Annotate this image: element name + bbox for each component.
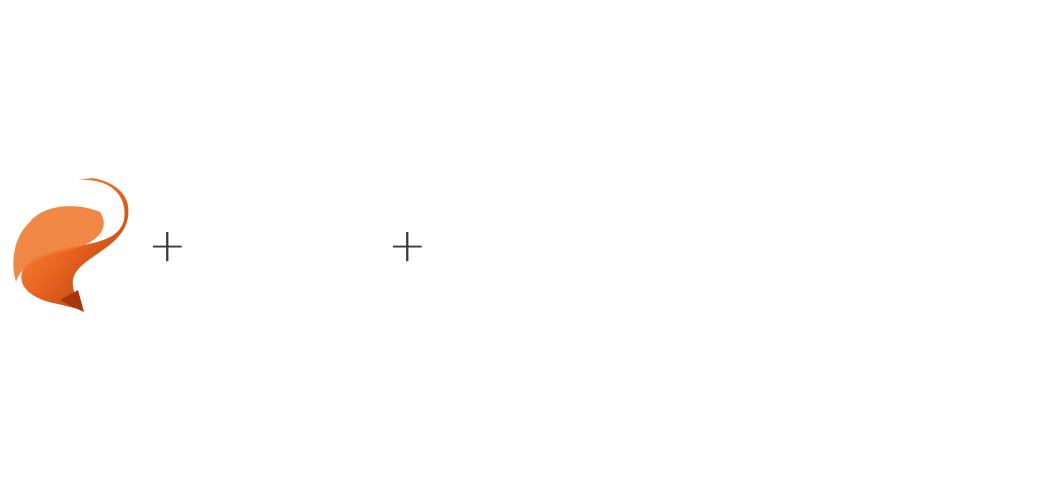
plus-operator: + (388, 218, 427, 272)
orange-helix-fragment (13, 178, 129, 312)
plus-operator: + (148, 218, 187, 272)
